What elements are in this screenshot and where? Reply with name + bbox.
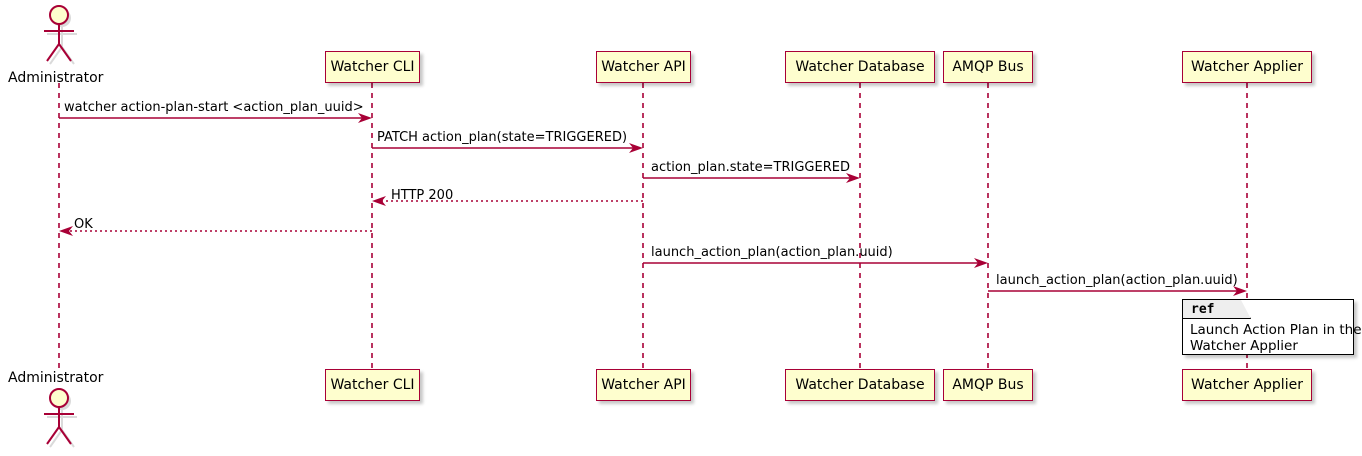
actor-label-administrator-bottom: Administrator	[8, 370, 104, 386]
message-label-patch-action-plan: PATCH action_plan(state=TRIGGERED)	[377, 130, 628, 145]
participant-box-amqp-bus-top[interactable]: AMQP Bus	[943, 51, 1033, 83]
participant-box-watcher-database-bottom[interactable]: Watcher Database	[785, 369, 935, 401]
participant-box-watcher-api-bottom[interactable]: Watcher API	[596, 369, 691, 401]
participant-box-amqp-bus-bottom[interactable]: AMQP Bus	[943, 369, 1033, 401]
actor-label-administrator-top: Administrator	[8, 70, 104, 86]
message-label-watcher-action-plan-start: watcher action-plan-start <action_plan_u…	[64, 100, 364, 115]
message-label-ok: OK	[74, 217, 93, 232]
message-arrow-launch-action-plan-to-applier	[988, 286, 1247, 296]
participant-box-watcher-database-top[interactable]: Watcher Database	[785, 51, 935, 83]
participant-box-watcher-applier-bottom[interactable]: Watcher Applier	[1182, 369, 1312, 401]
message-label-launch-action-plan-to-applier: launch_action_plan(action_plan.uuid)	[996, 273, 1238, 288]
actor-figure-administrator-bottom	[44, 388, 77, 448]
message-arrow-patch-action-plan	[372, 143, 643, 153]
message-arrow-ok	[59, 226, 372, 236]
participant-box-watcher-applier-top[interactable]: Watcher Applier	[1182, 51, 1312, 83]
message-arrow-launch-action-plan-to-bus	[643, 258, 988, 268]
message-arrow-http-200	[372, 196, 643, 206]
message-label-http-200: HTTP 200	[391, 188, 454, 203]
participant-box-watcher-cli-top[interactable]: Watcher CLI	[325, 51, 420, 83]
participant-box-watcher-cli-bottom[interactable]: Watcher CLI	[325, 369, 420, 401]
ref-fragment-text-line-2: Watcher Applier	[1190, 338, 1298, 354]
message-arrow-watcher-action-plan-start	[59, 113, 372, 123]
message-arrow-action-plan-state-triggered	[643, 173, 860, 183]
ref-fragment-tab-label: ref	[1191, 302, 1215, 317]
participant-box-watcher-api-top[interactable]: Watcher API	[596, 51, 691, 83]
message-label-action-plan-state-triggered: action_plan.state=TRIGGERED	[651, 160, 850, 175]
actor-figure-administrator-top	[44, 5, 77, 65]
ref-fragment-text-line-1: Launch Action Plan in the	[1190, 322, 1362, 338]
ref-fragment-box[interactable]: ref Launch Action Plan in the Watcher Ap…	[1182, 299, 1362, 355]
message-label-launch-action-plan-to-bus: launch_action_plan(action_plan.uuid)	[651, 245, 893, 260]
